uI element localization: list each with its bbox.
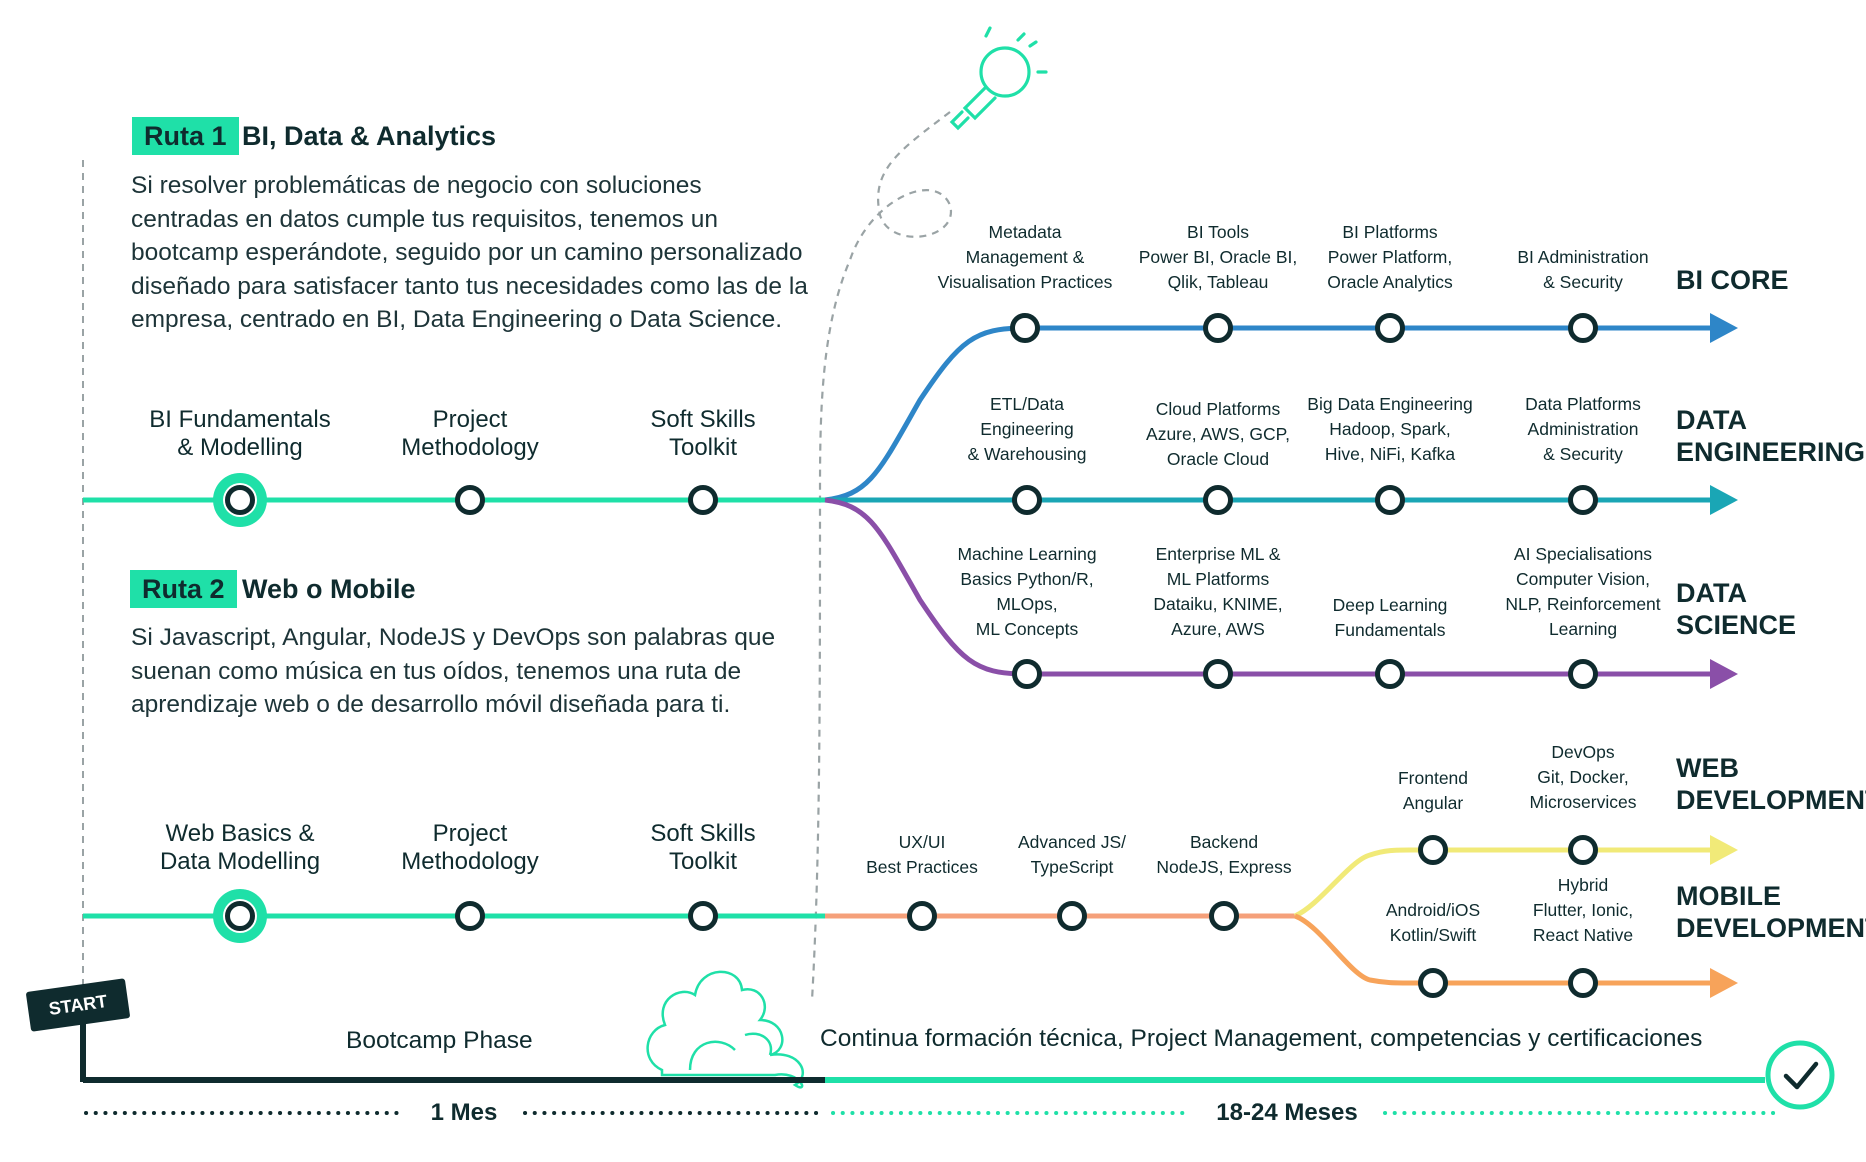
route2-badge: Ruta 2: [130, 570, 237, 608]
web-development-station: [1421, 838, 1446, 863]
continuation-label: Continua formación técnica, Project Mana…: [820, 1024, 1702, 1054]
data-engineering-station: [1206, 488, 1231, 513]
route2-description-line: suenan como música en tus oídos, tenemos…: [131, 655, 775, 689]
bi-core-station: [1206, 316, 1231, 341]
bi-core-arrow: [1710, 313, 1738, 343]
mobile-development-line: [1295, 916, 1715, 983]
lightbulb-icon: [952, 28, 1046, 128]
route1-description: Si resolver problemáticas de negocio con…: [131, 169, 808, 337]
web-common-station: [1060, 904, 1085, 929]
web-development-line: [1295, 850, 1715, 916]
mobile-development-station: [1421, 971, 1446, 996]
duration-2-label: 18-24 Meses: [1216, 1098, 1357, 1128]
web-stop-advanced-js: Advanced JS/TypeScript: [1018, 830, 1126, 880]
data-science-station: [1206, 662, 1231, 687]
route2-description-line: aprendizaje web o de desarrollo móvil di…: [131, 688, 775, 722]
mobile-development-arrow: [1710, 968, 1738, 998]
check-icon: [1768, 1043, 1832, 1107]
data-science-station: [1571, 662, 1596, 687]
route1-title: BI, Data & Analytics: [242, 117, 496, 155]
web-development-arrow: [1710, 835, 1738, 865]
route1-stop-bi-fundamentals: BI Fundamentals& Modelling: [149, 406, 330, 462]
bi-core-station: [1571, 316, 1596, 341]
route1-station: [458, 488, 483, 513]
bi-core-title: BI CORE: [1676, 264, 1789, 296]
route2-station: [691, 904, 716, 929]
route2-description-line: Si Javascript, Angular, NodeJS y DevOps …: [131, 621, 775, 655]
data-science-station: [1015, 662, 1040, 687]
bootcamp-phase-label: Bootcamp Phase: [346, 1026, 533, 1056]
web-common-station: [1212, 904, 1237, 929]
bi-core-station: [1378, 316, 1403, 341]
route2-title: Web o Mobile: [242, 570, 416, 608]
route1-description-line: bootcamp esperándote, seguido por un cam…: [131, 236, 808, 270]
route2-station: [458, 904, 483, 929]
web-common-station: [910, 904, 935, 929]
route2-station: [228, 904, 253, 929]
route1-description-line: Si resolver problemáticas de negocio con…: [131, 169, 808, 203]
mobile-development-station: [1571, 971, 1596, 996]
web-development-station: [1571, 838, 1596, 863]
data-science-arrow: [1710, 659, 1738, 689]
route1-station: [691, 488, 716, 513]
bush-icon: [648, 972, 803, 1088]
duration-1-label: 1 Mes: [431, 1098, 498, 1128]
data-engineering-station: [1378, 488, 1403, 513]
route1-badge: Ruta 1: [132, 117, 239, 155]
route1-description-line: empresa, centrado en BI, Data Engineerin…: [131, 303, 808, 337]
data-engineering-arrow: [1710, 485, 1738, 515]
route1-description-line: diseñado para satisfacer tanto tus neces…: [131, 270, 808, 304]
bi-core-stop-bi-administration: BI Administration& Security: [1517, 245, 1648, 295]
bi-core-station: [1013, 316, 1038, 341]
data-engineering-station: [1015, 488, 1040, 513]
route2-stop-web-basics: Web Basics &Data Modelling: [160, 820, 320, 876]
data-science-station: [1378, 662, 1403, 687]
route1-description-line: centradas en datos cumple tus requisitos…: [131, 203, 808, 237]
data-engineering-station: [1571, 488, 1596, 513]
route1-station: [228, 488, 253, 513]
route2-description: Si Javascript, Angular, NodeJS y DevOps …: [131, 621, 775, 722]
